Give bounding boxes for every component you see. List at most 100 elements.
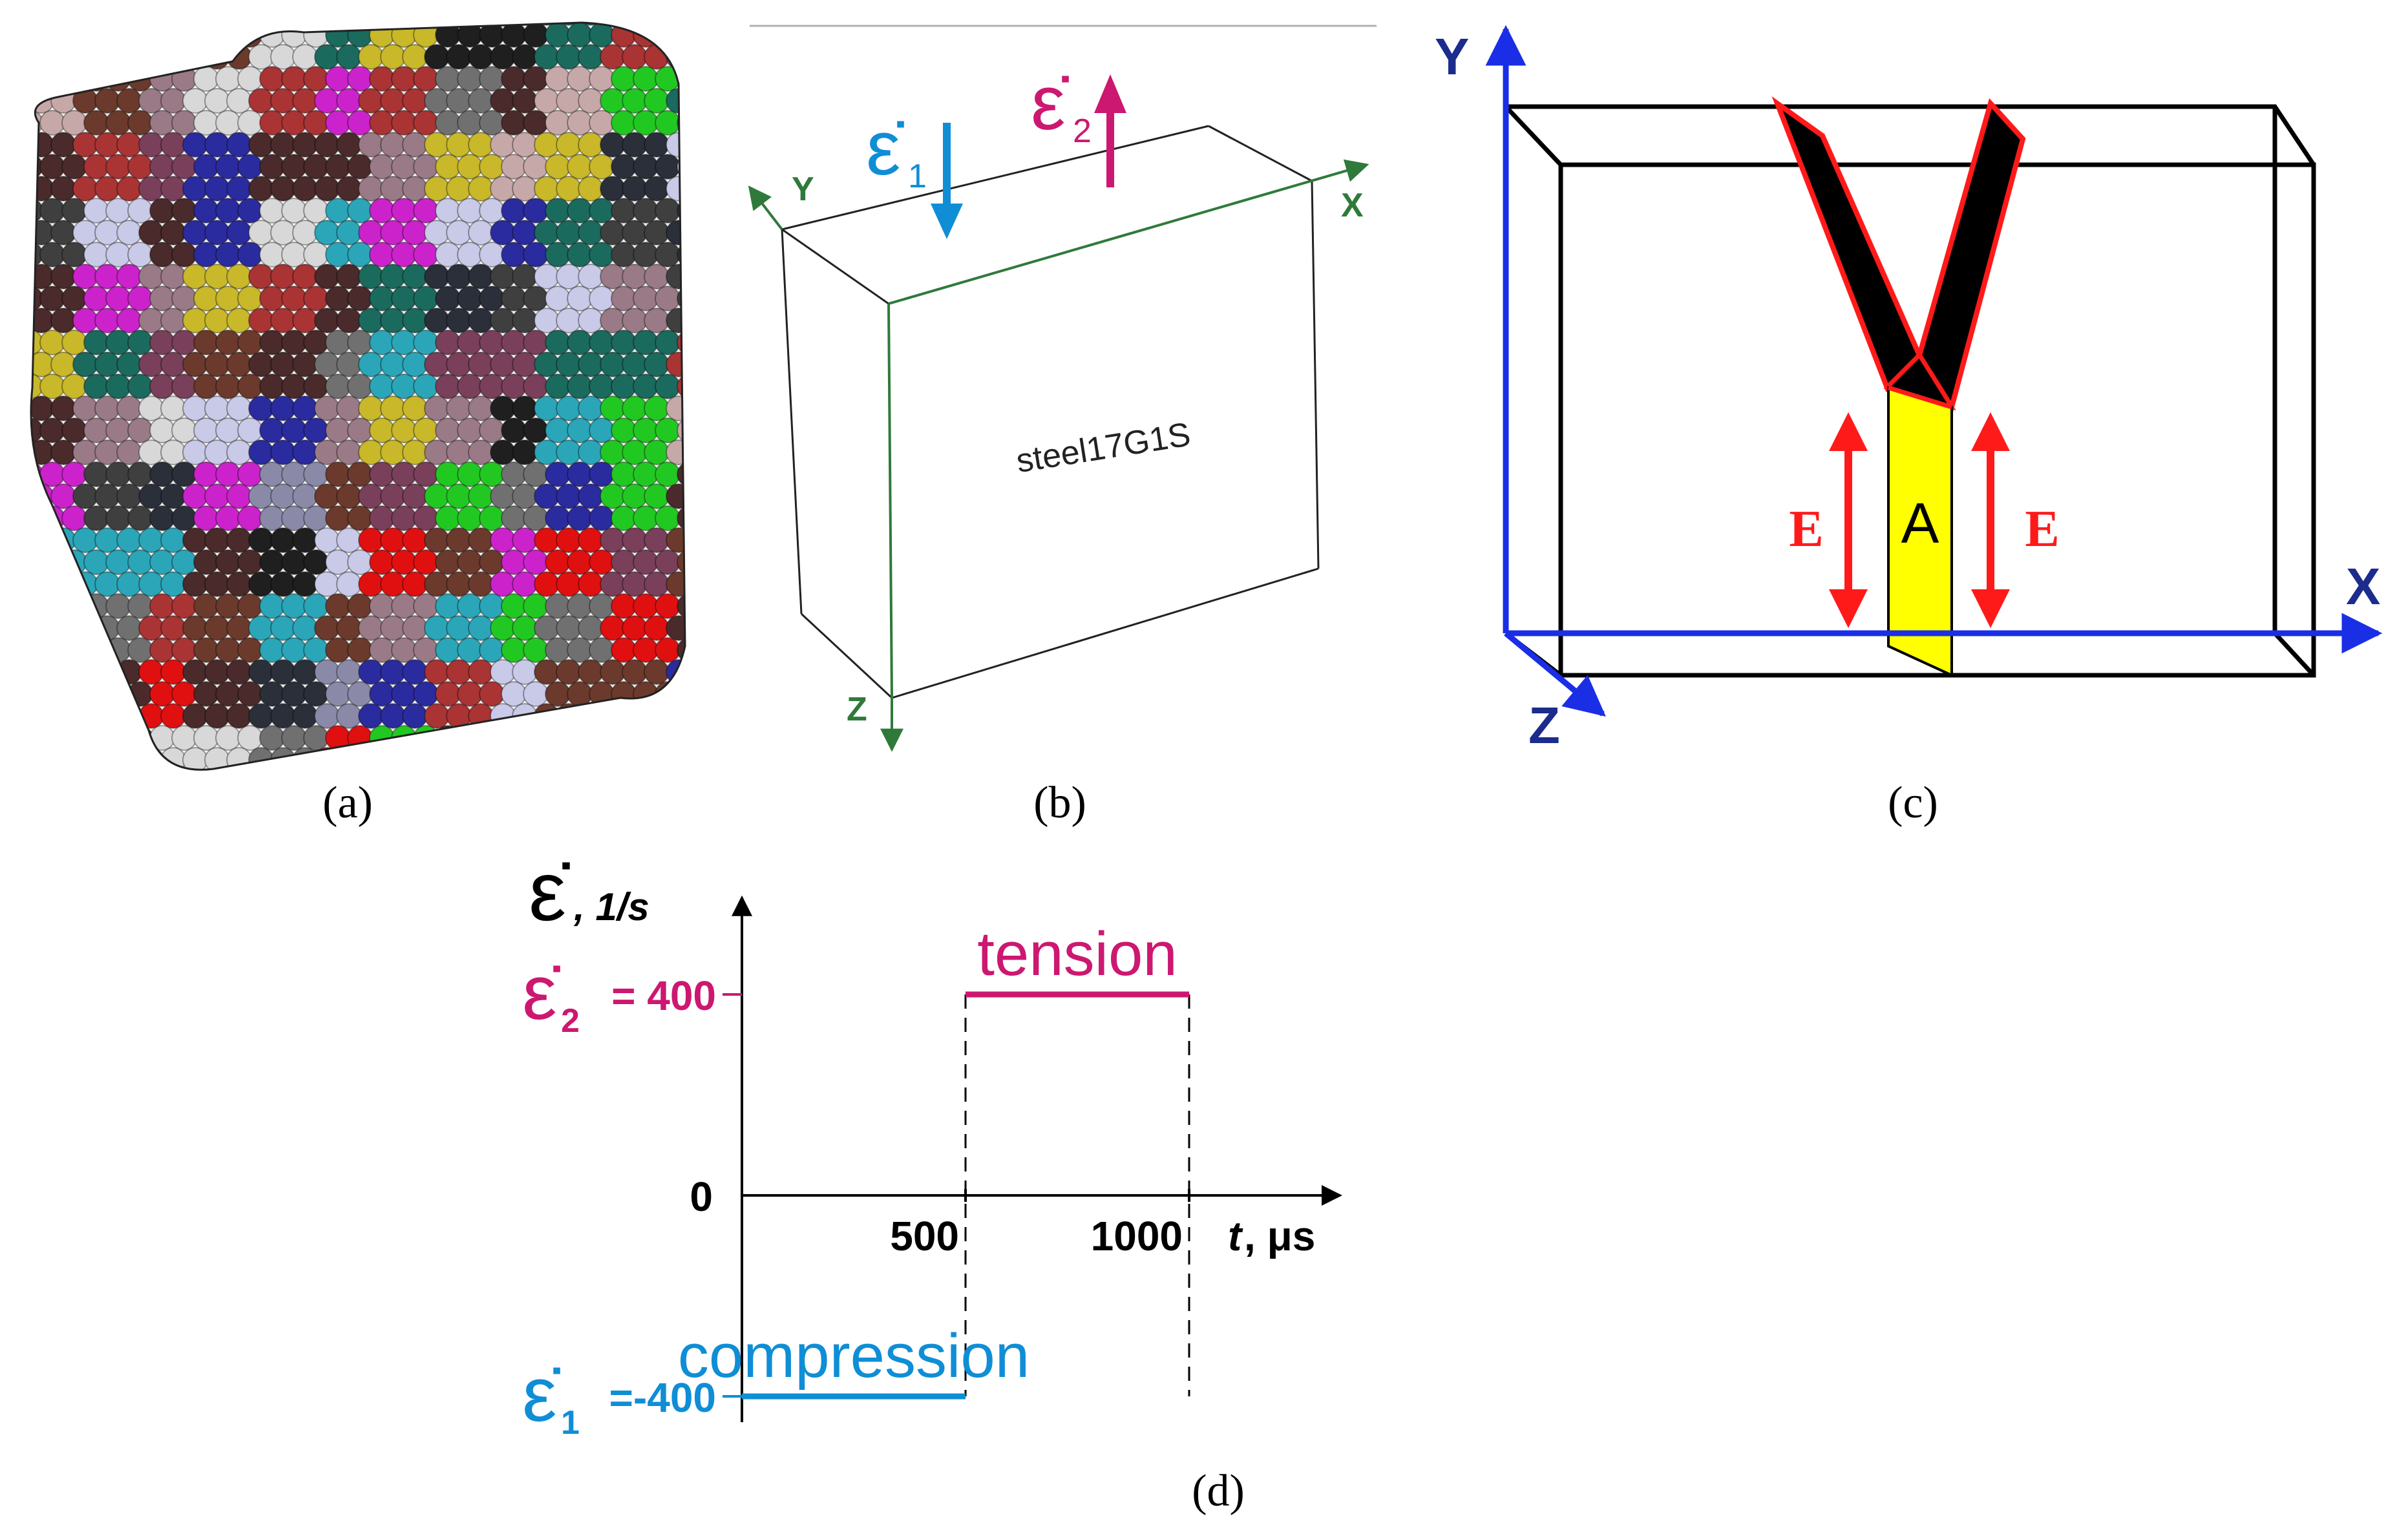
grain-sphere xyxy=(413,23,439,48)
grain-sphere xyxy=(358,395,384,421)
grain-sphere xyxy=(611,198,637,224)
grain-sphere xyxy=(523,593,549,619)
block-edge-top-right xyxy=(1208,125,1313,182)
grain-sphere xyxy=(622,439,648,465)
grain-sphere xyxy=(655,23,681,48)
grain-sphere xyxy=(435,417,461,443)
grain-sphere xyxy=(336,527,362,553)
block-edge-bottom-left xyxy=(800,613,893,699)
grain-sphere xyxy=(61,549,87,575)
grain-sphere xyxy=(578,615,604,641)
grain-sphere xyxy=(61,66,87,92)
grain-sphere xyxy=(655,286,681,311)
grain-sphere xyxy=(171,330,197,355)
grain-sphere xyxy=(413,198,439,224)
grain-sphere xyxy=(127,198,153,224)
grain-sphere xyxy=(325,154,351,180)
grain-sphere xyxy=(72,747,98,770)
grain-sphere xyxy=(303,286,329,311)
grain-sphere xyxy=(204,88,230,114)
grain-sphere xyxy=(347,242,373,268)
grain-sphere xyxy=(314,703,340,729)
grain-sphere xyxy=(50,571,76,597)
grain-sphere xyxy=(512,483,538,509)
grain-sphere xyxy=(622,659,648,685)
grain-sphere xyxy=(391,461,417,487)
grain-sphere xyxy=(633,549,659,575)
grain-sphere xyxy=(50,308,76,333)
grain-sphere xyxy=(457,769,483,770)
grain-sphere xyxy=(501,417,527,443)
grain-sphere xyxy=(204,439,230,465)
grain-sphere xyxy=(270,88,296,114)
grain-sphere xyxy=(523,66,549,92)
grain-sphere xyxy=(512,23,538,26)
label-x-c: X xyxy=(2346,558,2380,615)
grain-sphere xyxy=(336,352,362,377)
grain-sphere xyxy=(50,88,76,114)
grain-sphere xyxy=(325,330,351,355)
grain-sphere xyxy=(226,747,252,770)
grain-sphere xyxy=(215,549,241,575)
grain-sphere xyxy=(182,220,208,246)
grain-sphere xyxy=(556,483,582,509)
chart-ylabel-symbol: ε̇ xyxy=(529,844,570,938)
grain-sphere xyxy=(490,220,516,246)
grain-sphere xyxy=(259,154,285,180)
grain-sphere xyxy=(534,527,560,553)
grain-sphere xyxy=(292,615,318,641)
grain-sphere xyxy=(193,242,219,268)
axis-y-b xyxy=(748,185,783,231)
grain-sphere xyxy=(182,352,208,377)
grain-sphere xyxy=(72,395,98,421)
grain-sphere xyxy=(556,615,582,641)
grain-sphere xyxy=(83,417,109,443)
grain-sphere xyxy=(259,23,285,48)
grain-sphere xyxy=(31,44,32,70)
grain-sphere xyxy=(303,242,329,268)
grain-sphere xyxy=(413,505,439,531)
grain-sphere xyxy=(655,373,681,399)
grain-sphere xyxy=(72,44,98,70)
grain-sphere xyxy=(31,615,54,641)
grain-sphere xyxy=(479,681,505,707)
rate2-subscript: 2 xyxy=(1073,112,1092,150)
grain-sphere xyxy=(402,747,428,770)
grain-sphere xyxy=(666,308,685,333)
level-symbol: ε̇ xyxy=(522,1351,560,1438)
grain-sphere xyxy=(479,198,505,224)
grain-sphere xyxy=(490,615,516,641)
grain-sphere xyxy=(292,132,318,158)
grain-sphere xyxy=(677,769,685,770)
grain-sphere xyxy=(446,615,472,641)
grain-sphere xyxy=(523,461,549,487)
grain-sphere xyxy=(490,176,516,202)
grain-sphere xyxy=(292,703,318,729)
grain-sphere xyxy=(468,176,494,202)
grain-sphere xyxy=(31,88,32,114)
grain-sphere xyxy=(611,505,637,531)
chart-ylabel-unit: , 1/s xyxy=(573,885,650,929)
grain-sphere xyxy=(457,373,483,399)
grain-sphere xyxy=(644,571,670,597)
grain-sphere xyxy=(314,176,340,202)
grain-sphere xyxy=(567,593,593,619)
grain-sphere xyxy=(61,154,87,180)
grain-sphere xyxy=(270,439,296,465)
grain-sphere xyxy=(31,527,32,553)
grain-sphere xyxy=(347,154,373,180)
grain-sphere xyxy=(457,681,483,707)
grain-sphere xyxy=(490,483,516,509)
grain-sphere xyxy=(556,264,582,289)
grain-sphere xyxy=(94,176,120,202)
grain-sphere xyxy=(677,593,685,619)
grain-sphere xyxy=(215,242,241,268)
grain-sphere xyxy=(31,747,54,770)
grain-sphere xyxy=(457,461,483,487)
grain-sphere xyxy=(501,681,527,707)
grain-sphere xyxy=(501,286,527,311)
grain-sphere xyxy=(105,66,131,92)
grain-sphere xyxy=(171,286,197,311)
grain-sphere xyxy=(259,110,285,136)
grain-sphere xyxy=(512,176,538,202)
